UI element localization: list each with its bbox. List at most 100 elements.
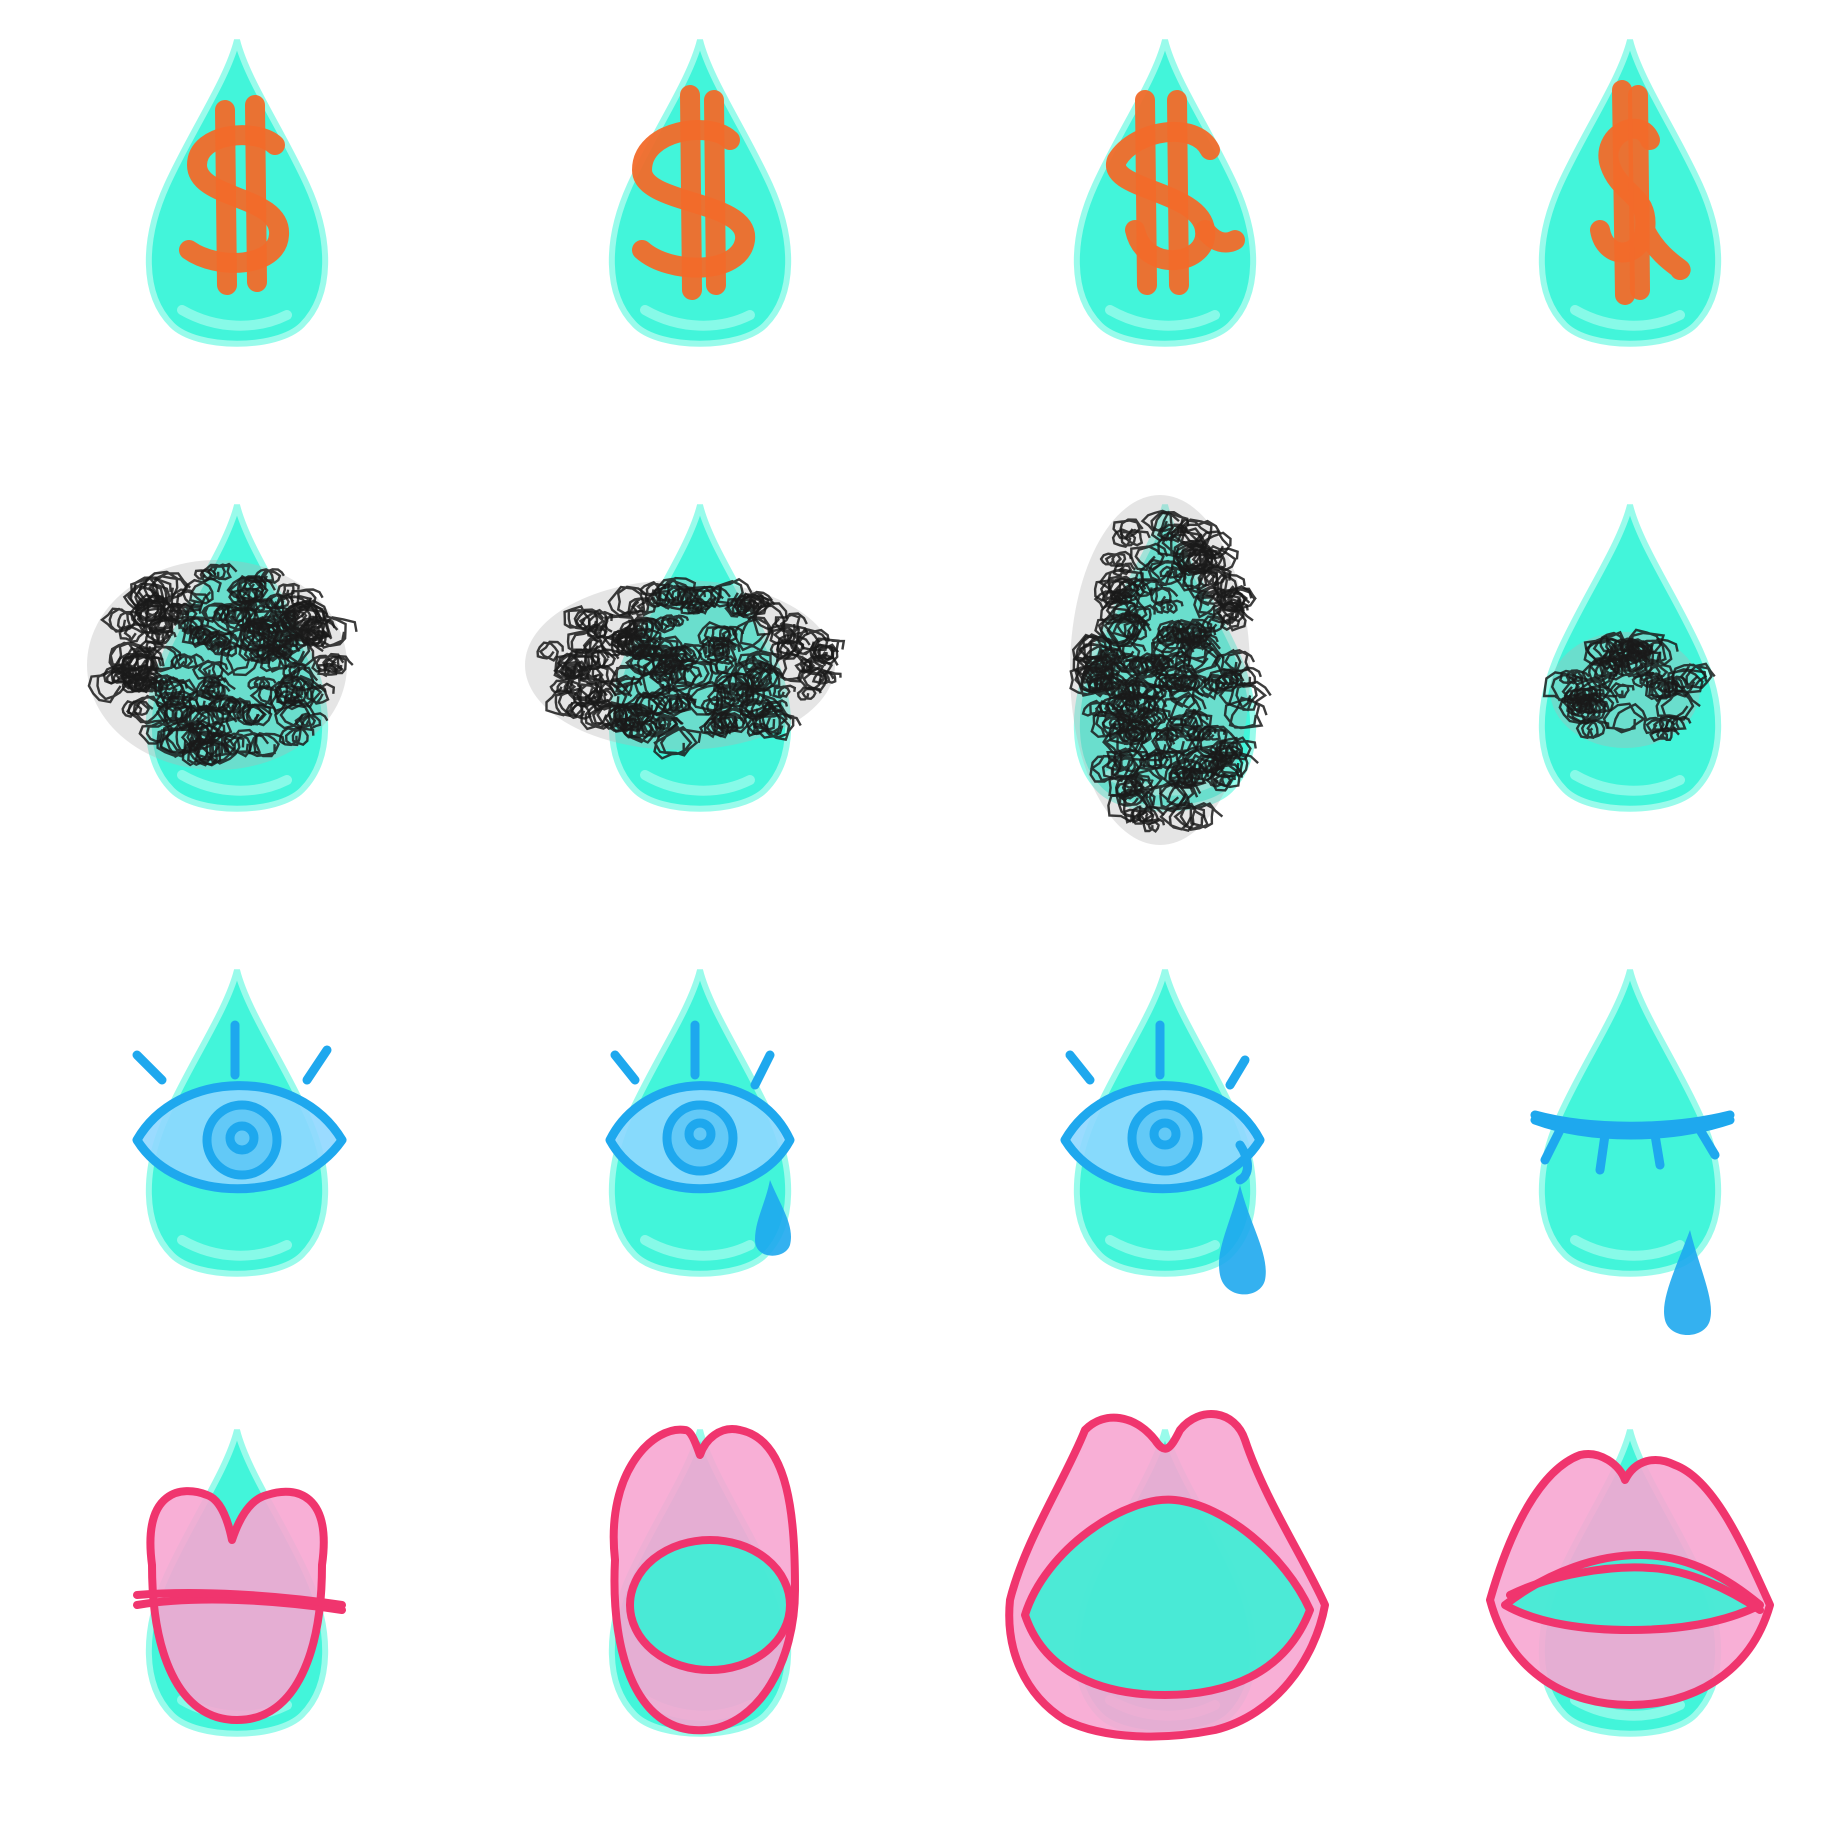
- scribble-drop-icon: [1069, 495, 1272, 845]
- scribble-loop: [142, 570, 192, 604]
- dollar-drop-icon: [612, 40, 788, 344]
- scribble-loop: [1112, 518, 1144, 540]
- scribble-loop: [1108, 774, 1154, 802]
- scribble-loop: [1069, 663, 1115, 697]
- scribble-loop: [713, 711, 744, 730]
- scribble-loop: [1634, 662, 1674, 682]
- open-eye-drop-icon: [132, 970, 347, 1274]
- scribble-loop: [653, 724, 702, 760]
- scribble-loop: [563, 665, 587, 679]
- scribble-loop: [188, 704, 238, 740]
- scribble-loop: [238, 615, 277, 636]
- scribble-loop: [1655, 689, 1701, 721]
- scribble-loop: [1125, 719, 1156, 745]
- scribble-loop: [241, 703, 272, 726]
- scribble-loop: [1140, 509, 1180, 532]
- scribble-loop: [587, 687, 617, 705]
- scribble-loop: [1074, 634, 1112, 661]
- tear-drop: [755, 1180, 791, 1256]
- scribble-loop: [311, 652, 345, 673]
- scribble-loop: [276, 674, 327, 709]
- scribble-loop: [625, 649, 669, 677]
- parted-lips-drop-icon: [1486, 1430, 1774, 1734]
- scribble-loop: [1169, 518, 1222, 551]
- scribble-loop: [228, 574, 267, 604]
- scribble-loop: [1148, 586, 1179, 608]
- scribble-drop-icon: [87, 505, 358, 809]
- scribble-loop: [811, 669, 842, 685]
- scribble-loop: [1575, 719, 1610, 740]
- scribble-loop: [1113, 718, 1138, 733]
- lips-row: [133, 1410, 1774, 1741]
- scribble-row: [87, 495, 1718, 845]
- scribble-loop: [159, 601, 196, 623]
- scribble-loop: [100, 607, 143, 633]
- scribble-loop: [271, 632, 311, 657]
- scribble-loop: [715, 671, 762, 703]
- scribble-loop: [1217, 670, 1243, 687]
- scribble-loop: [1145, 683, 1171, 700]
- scribble-loop: [697, 620, 736, 650]
- scribble-loop: [121, 646, 164, 675]
- scribble-loop: [1218, 680, 1272, 712]
- scribble-loop: [1151, 723, 1202, 759]
- scribble-loop: [157, 678, 198, 706]
- scribble-loop: [222, 728, 270, 758]
- closed-lips: [133, 1487, 346, 1724]
- scribble-loop: [1159, 565, 1191, 579]
- scribble-loop: [769, 638, 805, 660]
- scribble-loop: [1099, 594, 1148, 625]
- open-lips: [609, 1425, 799, 1735]
- scribble-loop: [1207, 756, 1231, 771]
- scribble-loop: [156, 721, 202, 759]
- open-lips-drop-icon: [609, 1425, 799, 1735]
- scribble-loop: [727, 654, 774, 691]
- scribble-loop: [580, 698, 626, 731]
- scribble-loop: [586, 623, 613, 640]
- scribble-loop: [1220, 608, 1254, 632]
- scribble-loop: [228, 587, 265, 607]
- scribble-loop: [1173, 801, 1224, 831]
- scribble-loop: [1159, 523, 1190, 544]
- closed-lips-drop-icon: [133, 1430, 346, 1734]
- scribble-loop: [710, 577, 753, 609]
- scribble-loop: [256, 619, 303, 654]
- scribble-loop: [247, 731, 286, 758]
- crying-eye: [1060, 1020, 1266, 1295]
- scribble-loop: [590, 648, 620, 669]
- scribble-loop: [1602, 702, 1648, 734]
- scribble-loop: [195, 677, 236, 701]
- wide-open-lips: [1005, 1410, 1329, 1741]
- scribble-loop: [121, 700, 154, 719]
- scribble-loop: [105, 668, 133, 685]
- scribble-loop: [586, 679, 633, 712]
- scribble-loop: [1542, 671, 1585, 704]
- scribble-loop: [610, 663, 647, 689]
- scribble-loop: [1103, 690, 1157, 726]
- scribble-loop: [654, 616, 681, 634]
- scribble-loop: [1558, 669, 1590, 685]
- scribble-loop: [208, 639, 242, 658]
- scribble-loop: [1558, 693, 1608, 725]
- closed-eye-tear-drop-icon: [1530, 970, 1735, 1335]
- scribble-loop: [1170, 674, 1207, 693]
- dollar-drop-icon: [1077, 40, 1253, 344]
- scribble-loop: [650, 583, 698, 611]
- scribble-loop: [1663, 668, 1708, 698]
- scribble-loop: [201, 630, 239, 653]
- scribble-loop: [1123, 772, 1152, 789]
- scribble-loop: [200, 562, 238, 581]
- scribble-loop: [734, 590, 773, 610]
- scribble-loop: [1156, 626, 1191, 646]
- scribble-loop: [659, 652, 690, 670]
- scribble-loop: [247, 676, 277, 690]
- scribble-loop: [1561, 675, 1613, 708]
- scribble-loop: [549, 679, 581, 695]
- scribble-mark: [1542, 628, 1716, 743]
- scribble-loop: [611, 626, 639, 646]
- scribble-loop: [1088, 674, 1125, 698]
- scribble-loop: [1111, 528, 1151, 549]
- scribble-loop: [1127, 766, 1166, 792]
